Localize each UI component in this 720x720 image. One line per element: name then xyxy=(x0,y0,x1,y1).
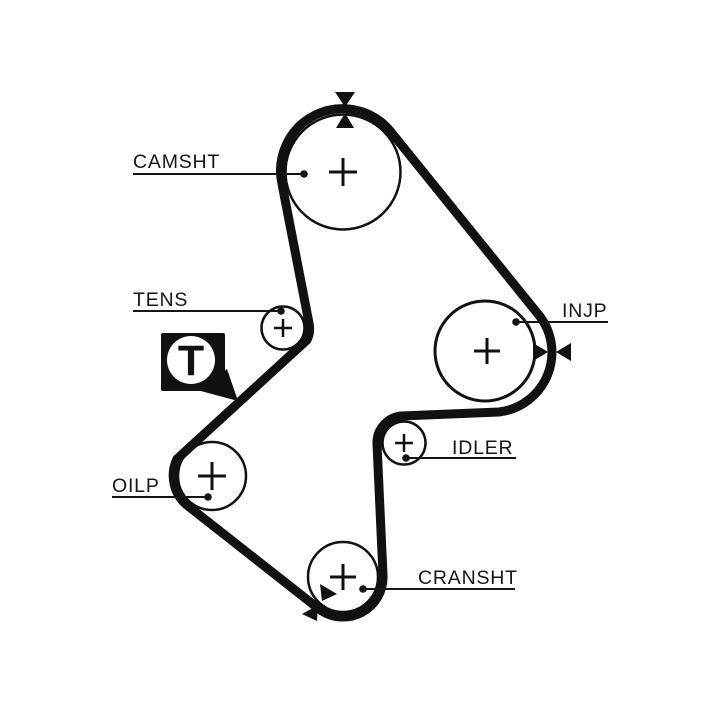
tensioner-leader-dot xyxy=(277,307,285,315)
oil-pump-leader-dot xyxy=(204,493,212,501)
camshaft-leader-dot xyxy=(300,170,308,178)
injection-pump-center-cross xyxy=(474,338,500,364)
idler-leader-dot xyxy=(402,454,410,462)
oil-pump-label: OILP xyxy=(112,475,160,497)
injection-pump-mark-left-arrow-icon xyxy=(556,343,571,361)
camshaft-mark-up-arrow-icon xyxy=(336,113,354,128)
crankshaft-outer-mark-arrow-icon xyxy=(302,605,318,621)
camshaft-label: CAMSHT xyxy=(133,151,220,173)
camshaft-mark-down-arrow-icon xyxy=(335,92,355,107)
idler-label: IDLER xyxy=(452,437,513,459)
leader-lines xyxy=(112,170,608,593)
idler-center-cross xyxy=(395,434,413,452)
tensioner-label: TENS xyxy=(133,289,188,311)
crankshaft-label: CRANSHT xyxy=(418,567,518,589)
crankshaft-center-cross xyxy=(330,564,356,590)
t-marker-circle xyxy=(167,336,215,384)
oil-pump-center-cross xyxy=(198,462,226,490)
t-marker-symbol: T xyxy=(178,337,204,385)
labels: CAMSHT TENS INJP IDLER OILP CRANSHT xyxy=(112,151,607,589)
tensioner-center-cross xyxy=(274,319,292,337)
injection-pump-mark-right-arrow-icon xyxy=(533,343,548,361)
injection-pump-label: INJP xyxy=(562,300,607,322)
timing-belt xyxy=(168,104,557,622)
crankshaft-leader-dot xyxy=(359,585,367,593)
camshaft-center-cross xyxy=(329,158,357,186)
injection-pump-leader-dot xyxy=(512,318,520,326)
tensioner-t-marker: T xyxy=(161,333,238,401)
pulley-center-crosses xyxy=(198,158,500,590)
alignment-marks xyxy=(302,92,571,621)
crankshaft-inner-mark-arrow-icon xyxy=(320,584,337,601)
